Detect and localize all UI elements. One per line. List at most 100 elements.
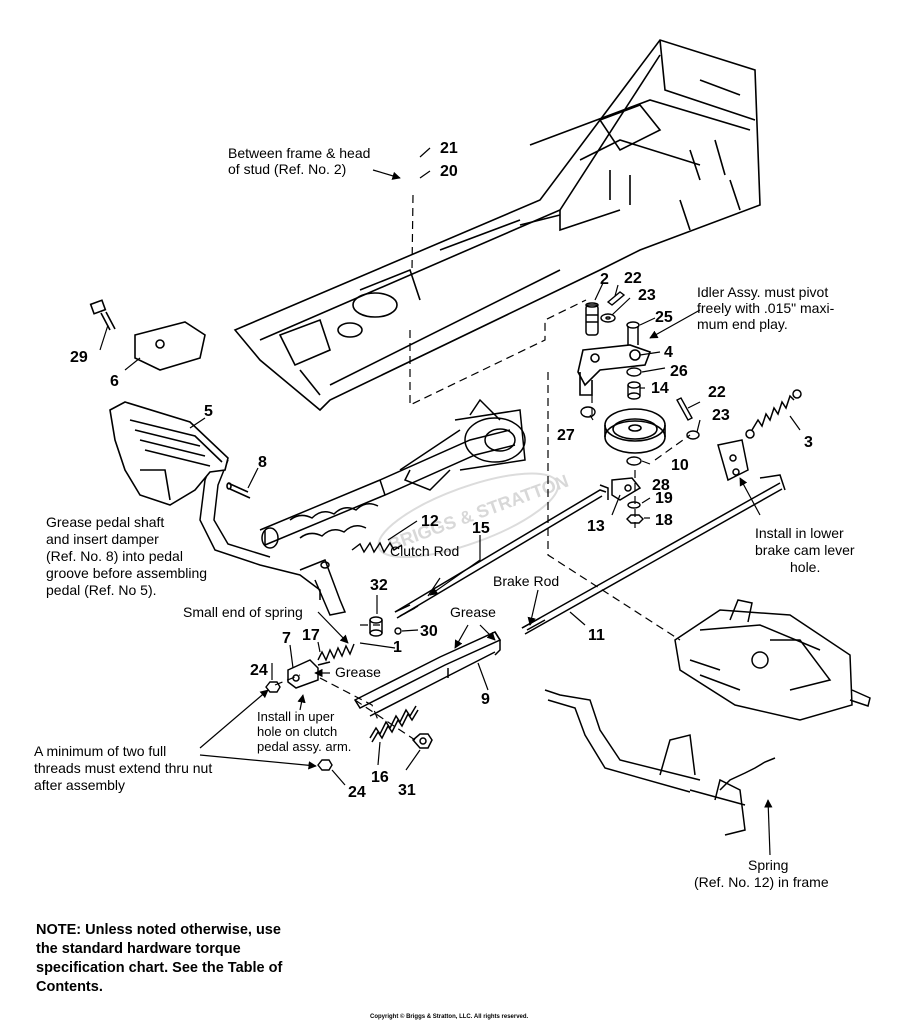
spring-12 [351, 541, 403, 554]
label-min-threads-1: A minimum of two full [34, 743, 166, 759]
nut-18 [626, 514, 644, 524]
label-between-frame-1: Between frame & head [228, 145, 370, 161]
callout-11: 11 [588, 627, 605, 644]
callout-19: 19 [655, 490, 673, 507]
callout-8: 8 [258, 454, 267, 471]
label-between-frame-2: of stud (Ref. No. 2) [228, 161, 346, 177]
callout-10: 10 [671, 457, 689, 474]
label-install-upper-3: pedal assy. arm. [257, 739, 351, 754]
annotation-labels: Between frame & head of stud (Ref. No. 2… [34, 145, 855, 890]
spring-17 [317, 643, 355, 662]
label-clutch-rod: Clutch Rod [390, 543, 459, 559]
callout-22-right: 22 [708, 384, 726, 401]
idler-pulley [604, 408, 666, 454]
label-grease-pedal-1: Grease pedal shaft [46, 514, 164, 530]
callout-20: 20 [440, 163, 458, 180]
nut-24-bottom [317, 759, 333, 771]
washer-19 [627, 501, 641, 509]
nut-24-left [265, 681, 281, 693]
label-install-lower-2: brake cam lever [755, 542, 855, 558]
callout-14: 14 [651, 380, 669, 397]
label-grease-pedal-5: pedal (Ref. No 5). [46, 582, 157, 598]
callout-32: 32 [370, 577, 388, 594]
lower-frame-linkage [544, 689, 776, 836]
tractor-frame [233, 39, 761, 412]
callout-31: 31 [398, 782, 416, 799]
label-min-threads-3: after assembly [34, 777, 125, 793]
washer-23-right [686, 430, 700, 440]
callout-30: 30 [420, 623, 438, 640]
callout-17: 17 [302, 627, 320, 644]
callout-2: 2 [600, 271, 609, 288]
callout-7: 7 [282, 630, 291, 647]
bracket-13 [611, 477, 642, 501]
footnote: NOTE: Unless noted otherwise, use the st… [36, 922, 283, 995]
label-grease-top: Grease [450, 604, 496, 620]
callout-15: 15 [472, 520, 490, 537]
label-grease-pedal-2: and insert damper [46, 531, 159, 547]
callout-5: 5 [204, 403, 213, 420]
spacer-14 [627, 381, 641, 400]
label-grease-pedal-4: groove before assembling [46, 565, 207, 581]
brake-rod [521, 474, 786, 635]
pedal-pad-insert [134, 321, 206, 371]
label-idler-3: mum end play. [697, 316, 788, 332]
pedal-link-9 [353, 631, 502, 717]
locknut-31 [411, 733, 433, 749]
pedal-pad [109, 401, 229, 506]
callout-4: 4 [664, 344, 673, 361]
bushing-32 [369, 616, 383, 637]
callout-21: 21 [440, 140, 458, 157]
damper-insert [226, 482, 251, 499]
label-idler-2: freely with .015" maxi- [697, 300, 835, 316]
callout-28: 28 [652, 477, 670, 494]
brake-cam-lever [717, 439, 749, 482]
callout-27: 27 [557, 427, 575, 444]
label-spring-ref-1: Spring [748, 857, 788, 873]
label-grease-mid: Grease [335, 664, 381, 680]
callout-29: 29 [70, 349, 88, 366]
label-install-upper-1: Install in uper [257, 709, 335, 724]
callout-3: 3 [804, 434, 813, 451]
washer-28 [626, 456, 642, 466]
callout-16: 16 [371, 769, 389, 786]
callout-18: 18 [655, 512, 673, 529]
transmission [674, 599, 871, 721]
callout-numbers: 1 2 3 4 5 6 7 8 9 10 11 12 13 14 15 16 1… [70, 140, 813, 801]
callout-13: 13 [587, 518, 605, 535]
washer-27 [580, 406, 596, 418]
callout-6: 6 [110, 373, 119, 390]
idler-stud [585, 302, 599, 336]
callout-23-right: 23 [712, 407, 730, 424]
callout-24-left: 24 [250, 662, 268, 679]
washer-23-top [600, 313, 616, 323]
cotter-pin-22-top [606, 291, 626, 306]
callout-12: 12 [421, 513, 439, 530]
label-min-threads-2: threads must extend thru nut [34, 760, 212, 776]
leader-lines [99, 147, 801, 856]
bolt-25 [626, 321, 640, 345]
extension-spring-3 [745, 389, 802, 439]
callout-25: 25 [655, 309, 673, 326]
label-install-upper-2: hole on clutch [257, 724, 337, 739]
callout-24-bottom: 24 [348, 784, 366, 801]
label-install-lower-1: Install in lower [755, 525, 844, 541]
label-spring-ref-2: (Ref. No. 12) in frame [694, 874, 829, 890]
washer-26 [626, 367, 642, 377]
swivel-7 [287, 659, 331, 689]
cotter-pin-22-right [676, 397, 693, 421]
label-idler-1: Idler Assy. must pivot [697, 284, 828, 300]
compression-spring-16 [369, 705, 419, 743]
label-small-end-spring: Small end of spring [183, 604, 303, 620]
label-brake-rod: Brake Rod [493, 573, 559, 589]
callout-1: 1 [393, 639, 402, 656]
label-grease-pedal-3: (Ref. No. 8) into pedal [46, 548, 183, 564]
callout-22-top: 22 [624, 270, 642, 287]
pedal-shaft-assembly [199, 398, 526, 616]
callout-9: 9 [481, 691, 490, 708]
screw-30 [394, 627, 402, 635]
bolt-29 [89, 299, 116, 331]
callout-23-top: 23 [638, 287, 656, 304]
copyright: Copyright © Briggs & Stratton, LLC. All … [370, 1014, 529, 1020]
